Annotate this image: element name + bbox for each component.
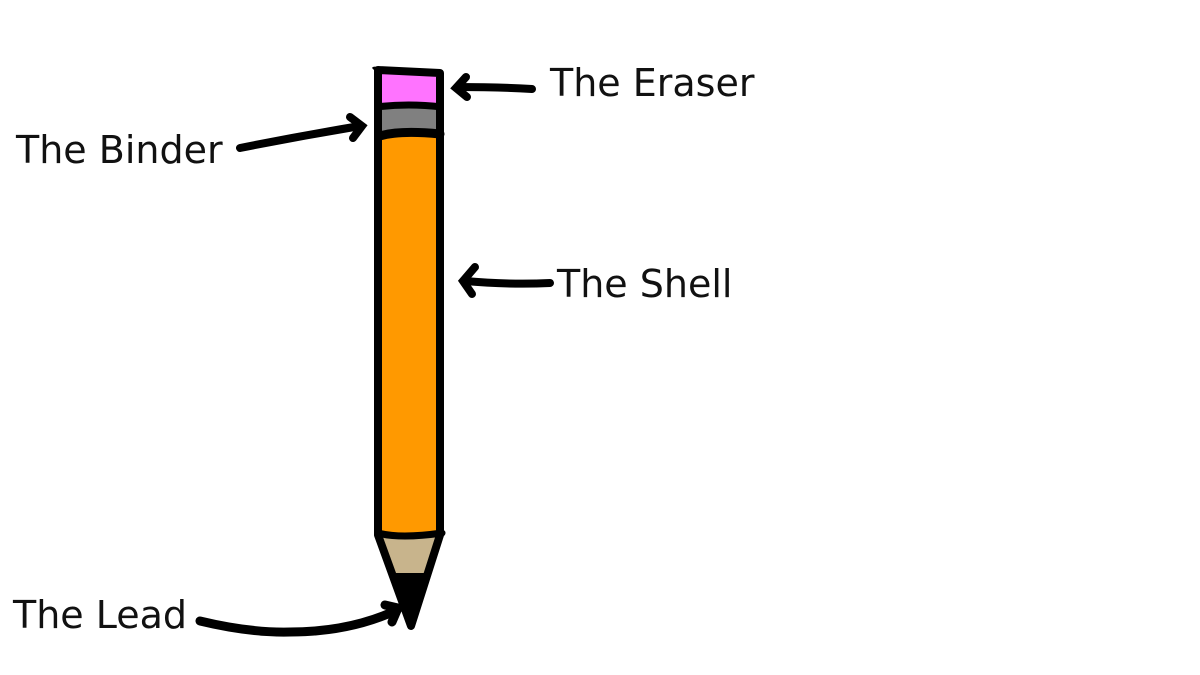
arrow-binder-icon	[236, 113, 368, 152]
pencil-lead-tip	[394, 573, 426, 626]
label-binder: The Binder	[16, 128, 223, 172]
pencil-outline	[374, 66, 444, 630]
label-shell: The Shell	[557, 262, 733, 306]
pencil-wood-tip	[378, 535, 440, 573]
label-eraser: The Eraser	[550, 61, 755, 105]
arrow-eraser-icon	[450, 73, 536, 101]
pencil	[371, 66, 446, 630]
arrow-shell-icon	[457, 263, 554, 298]
arrow-lead-icon	[195, 600, 405, 637]
pencil-shell	[378, 135, 439, 535]
label-lead: The Lead	[13, 593, 188, 637]
